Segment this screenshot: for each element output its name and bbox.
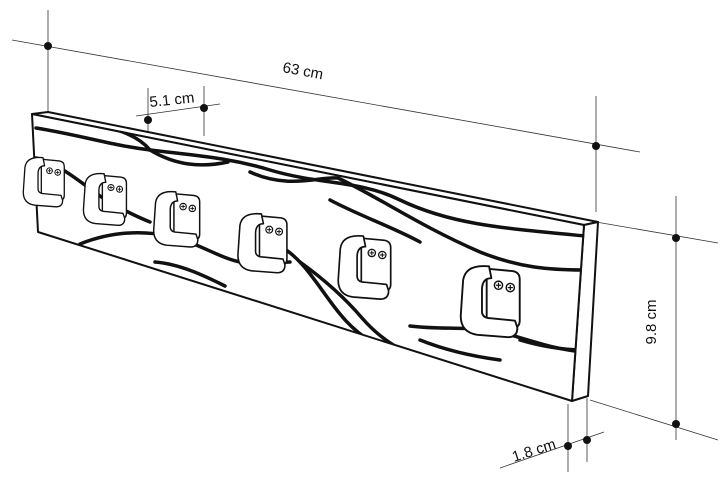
height-dimension-dot-top xyxy=(672,234,680,242)
board-front-face xyxy=(31,113,585,402)
hook-arm xyxy=(337,234,390,300)
depth-dimension-dot-left xyxy=(564,442,572,450)
hook-arm xyxy=(459,265,519,339)
coat-hook xyxy=(337,234,392,300)
hooks-group xyxy=(22,156,521,339)
screw-icon xyxy=(275,227,284,236)
wave-line xyxy=(148,148,230,167)
hook-arm xyxy=(237,212,286,274)
board xyxy=(31,111,599,402)
screw-icon xyxy=(367,248,377,258)
wave-pattern xyxy=(34,114,584,362)
screw-icon xyxy=(179,202,187,211)
hook-arm xyxy=(22,156,64,208)
wave-line xyxy=(328,198,422,244)
screw-icon xyxy=(505,282,516,293)
hook-arm xyxy=(152,190,199,248)
depth-dimension-dot-right xyxy=(583,436,591,444)
height-dimension-dot-bottom xyxy=(672,420,680,428)
coat-hook xyxy=(22,156,65,208)
wave-line xyxy=(34,126,584,238)
screw-icon xyxy=(107,183,115,192)
screw-icon xyxy=(46,167,53,175)
wave-line xyxy=(153,260,227,288)
length-label: 63 cm xyxy=(281,59,324,83)
length-dimension-dot-right xyxy=(592,142,600,150)
height-extension-top xyxy=(595,221,719,244)
coat-hook xyxy=(459,265,521,339)
hook-spacing-dot-left xyxy=(144,116,152,124)
height-dimension: 9.8 cm xyxy=(589,196,719,441)
coat-hook xyxy=(82,172,128,227)
length-dimension-line xyxy=(11,39,641,153)
screw-icon xyxy=(377,250,387,260)
coat-hook xyxy=(237,212,288,274)
screw-icon xyxy=(493,280,504,291)
hook-arm xyxy=(82,172,126,227)
height-label: 9.8 cm xyxy=(643,299,660,344)
screw-icon xyxy=(54,169,62,176)
screw-icon xyxy=(265,225,274,234)
hook-spacing-label: 5.1 cm xyxy=(149,89,196,111)
hook-spacing-dot-right xyxy=(200,104,208,112)
coat-hook xyxy=(152,190,201,248)
height-extension-bottom xyxy=(589,399,719,441)
depth-dimension: 1.8 cm xyxy=(499,398,605,472)
screw-icon xyxy=(116,185,124,193)
wave-line xyxy=(248,170,584,272)
wave-line xyxy=(418,338,502,362)
depth-label: 1.8 cm xyxy=(510,436,558,466)
screw-icon xyxy=(188,204,197,213)
length-dimension-dot-left xyxy=(44,42,52,50)
